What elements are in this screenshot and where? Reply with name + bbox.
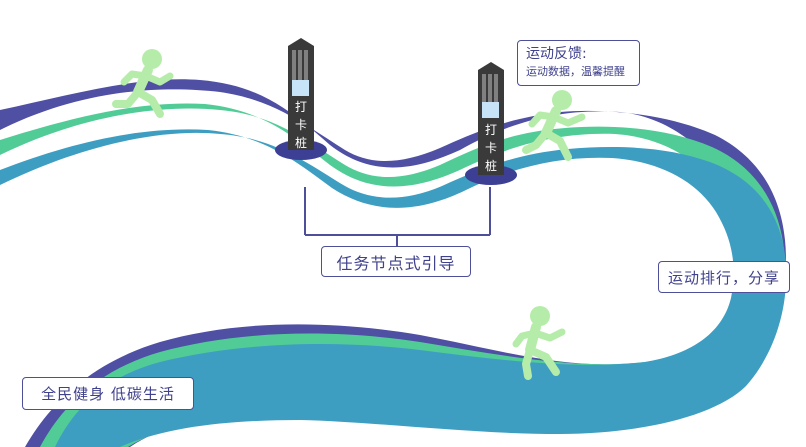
ranking-callout: 运动排行，分享 — [658, 261, 790, 293]
feedback-title: 运动反馈: — [526, 46, 587, 62]
checkpoint-label: 打 卡 桩 — [484, 121, 498, 175]
feedback-description: 运动数据，温馨提醒 — [526, 65, 625, 78]
ranking-label: 运动排行，分享 — [667, 268, 780, 287]
checkpoint-label-char: 桩 — [294, 136, 307, 150]
slogan-callout: 全民健身 低碳生活 — [22, 377, 194, 410]
runner-icon — [522, 90, 586, 161]
guide-bracket — [304, 187, 491, 246]
checkpoint-post-icon — [465, 62, 517, 185]
guide-callout: 任务节点式引导 — [321, 246, 471, 277]
road-inner-band — [0, 129, 787, 447]
checkpoint-label-char: 卡 — [484, 141, 497, 155]
checkpoint-label-char: 卡 — [294, 118, 307, 132]
checkpoint-post-icon — [275, 38, 327, 160]
checkpoint-label-char: 打 — [484, 123, 497, 137]
checkpoint-label-char: 打 — [294, 100, 307, 114]
feedback-callout: 运动反馈: 运动数据，温馨提醒 — [517, 40, 640, 86]
runner-icon — [512, 306, 566, 380]
checkpoint-label-char: 桩 — [484, 159, 497, 173]
runner-icon — [112, 49, 174, 118]
checkpoint-label: 打 卡 桩 — [294, 98, 308, 152]
guide-label: 任务节点式引导 — [336, 253, 456, 273]
slogan-label: 全民健身 低碳生活 — [41, 385, 175, 403]
